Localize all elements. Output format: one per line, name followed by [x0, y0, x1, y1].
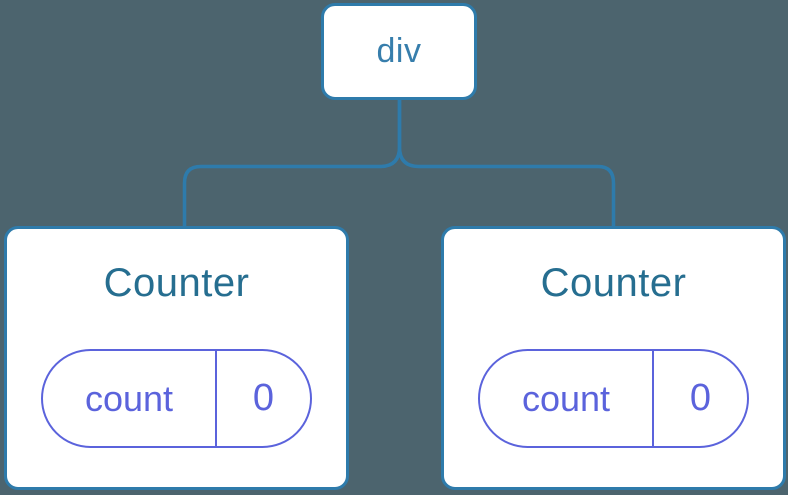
state-key: count — [480, 351, 654, 446]
connector-branch-left — [182, 100, 402, 227]
root-node-label: div — [376, 32, 422, 70]
counter-card-left: Counter count 0 — [4, 226, 349, 490]
state-key: count — [43, 351, 217, 446]
counter-card-right: Counter count 0 — [441, 226, 786, 490]
state-pill: count 0 — [41, 349, 312, 448]
root-node: div — [321, 3, 477, 100]
state-value: 0 — [689, 377, 712, 419]
connector-branch-right — [397, 100, 616, 227]
state-value: 0 — [252, 377, 275, 419]
counter-title: Counter — [540, 261, 687, 305]
state-pill: count 0 — [478, 349, 749, 448]
counter-title: Counter — [103, 261, 250, 305]
